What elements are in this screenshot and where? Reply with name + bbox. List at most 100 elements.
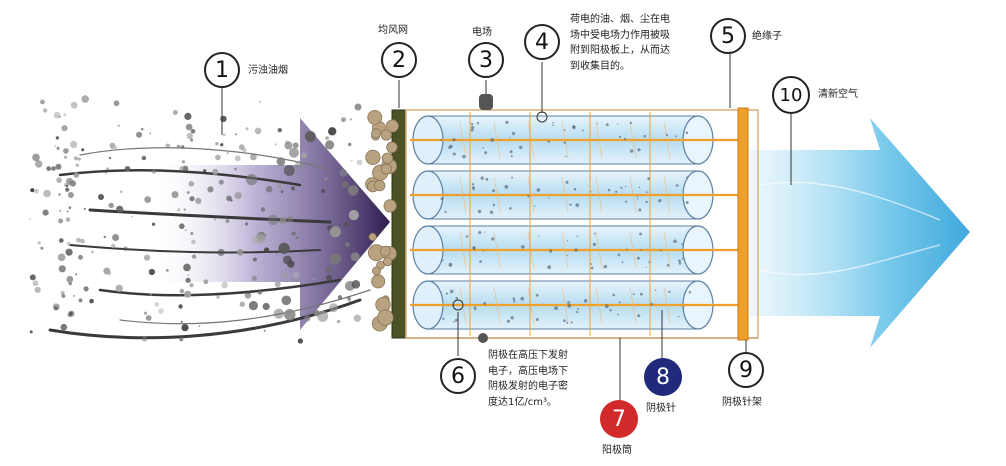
baffle-particle xyxy=(367,110,383,125)
smoke-particle xyxy=(329,226,341,238)
smoke-particle xyxy=(35,160,43,168)
smoke-particle xyxy=(141,336,148,342)
smoke-particle xyxy=(282,272,288,278)
smoke-particle xyxy=(239,301,245,307)
smoke-particle xyxy=(326,266,332,273)
smoke-particle xyxy=(238,144,245,151)
smoke-particle xyxy=(198,325,201,327)
smoke-particle xyxy=(63,148,69,154)
smoke-particle xyxy=(149,132,152,135)
smoke-particle xyxy=(335,191,338,194)
smoke-particle xyxy=(289,147,299,158)
smoke-particle xyxy=(116,205,124,213)
smoke-particle xyxy=(191,254,197,259)
smoke-particle xyxy=(104,171,108,174)
smoke-particle xyxy=(234,167,237,171)
smoke-particle xyxy=(216,295,220,299)
smoke-particle xyxy=(65,248,73,256)
smoke-particle xyxy=(341,181,349,188)
smoke-particle xyxy=(329,303,338,313)
smoke-particle xyxy=(336,319,341,324)
smoke-particle xyxy=(91,250,94,253)
smoke-particle xyxy=(247,291,250,294)
smoke-particle xyxy=(63,113,67,117)
smoke-particle xyxy=(251,275,257,281)
smoke-particle xyxy=(70,101,78,109)
smoke-particle xyxy=(73,156,79,161)
smoke-particle xyxy=(185,123,193,131)
smoke-particle xyxy=(151,222,156,226)
smoke-particle xyxy=(182,165,189,172)
smoke-particle xyxy=(190,129,196,134)
smoke-particle xyxy=(344,242,350,248)
smoke-particle xyxy=(165,268,169,272)
smoke-particle xyxy=(186,132,193,139)
smoke-particle xyxy=(267,214,279,226)
label-cathode-needle: 阴极针 xyxy=(646,403,676,414)
smoke-particle xyxy=(55,163,62,170)
baffle-particle xyxy=(382,256,393,267)
marker-8: 8 xyxy=(644,358,682,396)
smoke-particle xyxy=(46,166,52,172)
smoke-particle xyxy=(278,242,290,254)
baffle-particle xyxy=(365,149,381,165)
anode-tube xyxy=(410,170,745,220)
smoke-particle xyxy=(73,295,75,297)
smoke-particle xyxy=(80,238,85,244)
smoke-particle xyxy=(252,257,257,262)
smoke-particle xyxy=(276,157,286,166)
smoke-particle xyxy=(66,210,69,213)
smoke-particle xyxy=(344,280,355,291)
smoke-particle xyxy=(110,144,117,152)
smoke-particle xyxy=(78,254,83,260)
smoke-particle xyxy=(42,108,48,113)
smoke-particle xyxy=(111,243,116,249)
smoke-particle xyxy=(149,293,153,296)
smoke-particle xyxy=(181,160,185,164)
smoke-particle xyxy=(325,136,329,141)
smoke-particle xyxy=(58,218,64,224)
smoke-particle xyxy=(235,155,241,162)
smoke-particle xyxy=(140,127,144,131)
baffle-particle xyxy=(368,232,377,241)
smoke-particle xyxy=(221,281,228,289)
smoke-particle xyxy=(183,208,186,211)
smoke-particle xyxy=(89,298,94,304)
smoke-particle xyxy=(295,236,299,239)
smoke-particle xyxy=(56,177,62,183)
smoke-particle xyxy=(144,196,152,204)
smoke-particle xyxy=(160,169,163,171)
smoke-particle xyxy=(29,330,33,334)
smoke-particle xyxy=(213,218,216,221)
smoke-particle xyxy=(291,231,296,236)
smoke-particle xyxy=(337,295,342,300)
anode-tubes xyxy=(410,112,745,336)
smoke-particle xyxy=(112,234,120,241)
smoke-particle xyxy=(185,277,191,283)
smoke-particle xyxy=(281,295,292,306)
smoke-particle xyxy=(141,155,147,161)
smoke-particle xyxy=(81,95,89,103)
smoke-particle xyxy=(98,194,104,200)
smoke-particle xyxy=(291,186,295,191)
smoke-particle xyxy=(59,238,64,243)
smoke-particle xyxy=(189,196,195,202)
smoke-particle xyxy=(263,329,266,332)
smoke-particle xyxy=(354,103,362,111)
smoke-particle xyxy=(325,140,335,150)
smoke-particle xyxy=(324,177,328,181)
smoke-particle xyxy=(58,193,61,196)
smoke-particle xyxy=(217,248,225,256)
smoke-particle xyxy=(297,338,303,344)
smoke-particle xyxy=(152,169,157,174)
smoke-particle xyxy=(190,232,194,235)
smoke-particle xyxy=(40,246,44,250)
baffle-particle xyxy=(380,129,393,141)
smoke-particle xyxy=(59,116,61,118)
smoke-particle xyxy=(145,315,152,321)
smoke-particle xyxy=(279,217,287,225)
smoke-particle xyxy=(60,323,68,331)
smoke-particle xyxy=(107,271,112,276)
smoke-particle xyxy=(148,268,155,276)
